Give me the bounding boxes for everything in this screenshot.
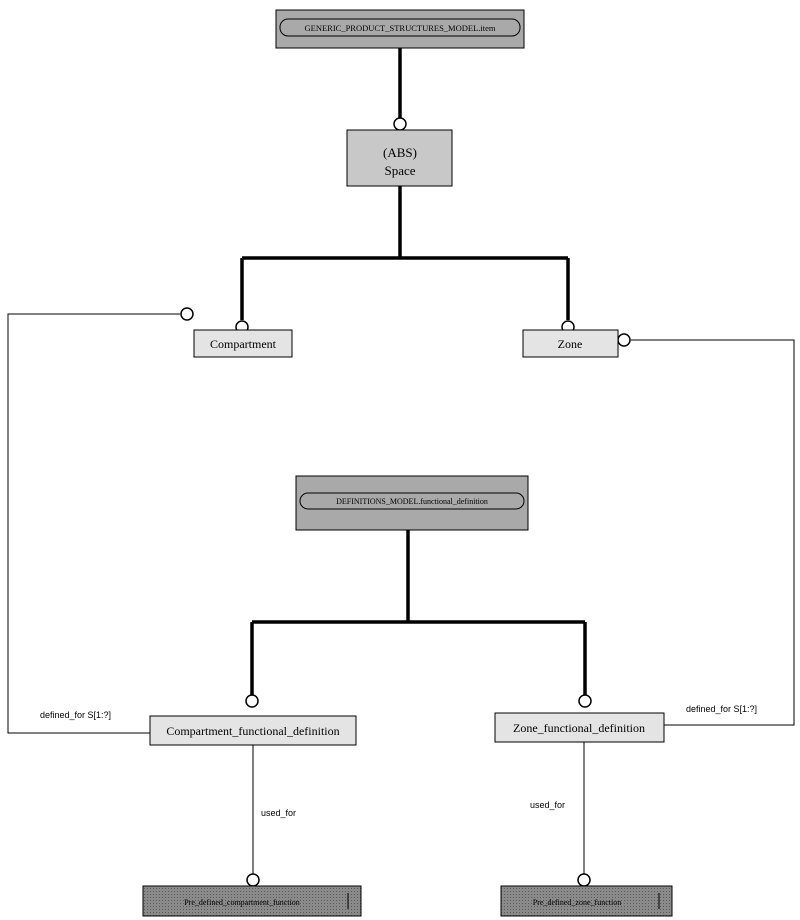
node-zone-fd-label: Zone_functional_definition xyxy=(513,721,645,735)
label-comp-used-for: used_for xyxy=(261,808,296,818)
endpoint-comp-fd-subtype xyxy=(245,694,259,708)
subtype-tree-space xyxy=(240,48,570,320)
node-comp-fn-label: Pre_defined_compartment_function xyxy=(184,898,300,907)
node-compartment-functional-definition[interactable]: Compartment_functional_definition xyxy=(149,715,357,746)
endpoint-zone-fd-subtype xyxy=(578,694,592,708)
endpoint-zone-fn xyxy=(577,873,591,887)
node-space[interactable]: (ABS) Space xyxy=(346,129,453,187)
node-space-abs-label: (ABS) xyxy=(383,145,417,160)
node-zone-fn-label: Pre_defined_zone_function xyxy=(533,898,621,907)
node-comp-fd-label: Compartment_functional_definition xyxy=(166,724,339,738)
node-predefined-compartment-function[interactable]: Pre_defined_compartment_function xyxy=(142,885,362,917)
node-predefined-zone-function[interactable]: Pre_defined_zone_function xyxy=(500,885,673,917)
endpoint-comp-fn xyxy=(246,873,260,887)
node-compartment-label: Compartment xyxy=(210,337,277,351)
subtype-tree-definitions xyxy=(250,530,587,695)
node-definitions-ref[interactable]: DEFINITIONS_MODEL.functional_definition xyxy=(295,475,529,531)
node-generic-product-structures-ref[interactable]: GENERIC_PRODUCT_STRUCTURES_MODEL.item xyxy=(275,9,525,49)
label-comp-defined-for: defined_for S[1:?] xyxy=(40,710,111,720)
node-def-ref-label: DEFINITIONS_MODEL.functional_definition xyxy=(336,497,488,506)
node-zone-functional-definition[interactable]: Zone_functional_definition xyxy=(494,712,665,743)
endpoint-compartment-defined-for xyxy=(180,307,194,321)
label-zone-used-for: used_for xyxy=(530,800,565,810)
relationship-lines xyxy=(7,313,795,874)
endpoint-space xyxy=(393,117,407,131)
node-zone-label: Zone xyxy=(558,337,583,351)
endpoint-zone-defined-for xyxy=(617,333,631,347)
node-compartment[interactable]: Compartment xyxy=(193,329,293,358)
label-zone-defined-for: defined_for S[1:?] xyxy=(686,704,757,714)
node-gps-ref-label: GENERIC_PRODUCT_STRUCTURES_MODEL.item xyxy=(304,23,495,33)
node-zone[interactable]: Zone xyxy=(522,329,619,358)
node-space-label: Space xyxy=(384,163,415,178)
